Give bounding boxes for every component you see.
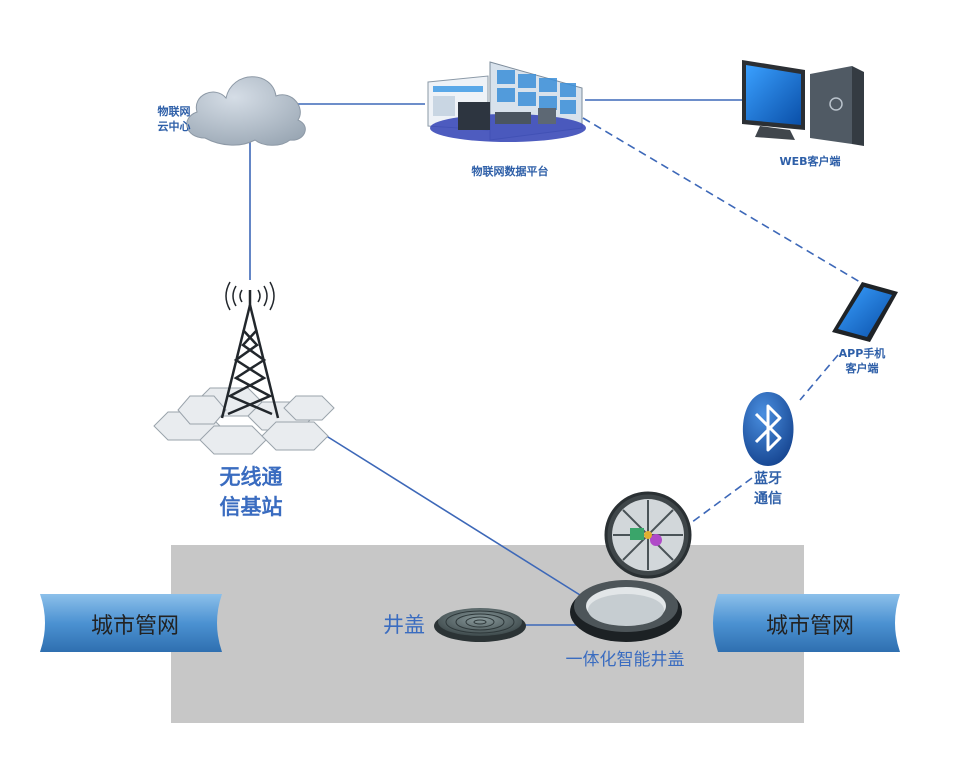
connection-lines	[249, 99, 861, 626]
pipe-left	[40, 594, 222, 652]
pipe-left-label: 城市管网	[90, 614, 179, 639]
pipe-right	[713, 594, 900, 652]
manhole-cover-icon	[434, 608, 526, 642]
app-client-label-line1: APP手机	[838, 347, 886, 360]
link-app-bluetooth	[799, 354, 839, 401]
app-client-label: APP手机 客户端	[830, 346, 894, 376]
bluetooth-label-line2: 通信	[754, 491, 782, 507]
cloud-label-line1: 物联网	[157, 105, 191, 118]
phone-icon	[832, 282, 898, 342]
base-station-icon	[153, 281, 335, 455]
smart-manhole-label: 一体化智能井盖	[565, 650, 685, 670]
link-bluetooth-manhole	[683, 477, 753, 529]
smart-manhole-icon	[570, 491, 692, 642]
computer-icon	[742, 60, 864, 146]
bluetooth-icon	[742, 392, 794, 466]
link-tower-manhole	[319, 431, 589, 601]
platform-icon	[427, 61, 586, 142]
cloud-label: 物联网 云中心	[146, 104, 202, 134]
manhole-label: 井盖	[383, 613, 425, 637]
platform-label: 物联网数据平台	[471, 165, 549, 178]
web-client-label: WEB客户端	[779, 155, 841, 168]
cloud-label-line2: 云中心	[157, 120, 191, 133]
base-station-label: 无线通 信基站	[196, 462, 306, 522]
pipe-right-label: 城市管网	[765, 614, 854, 639]
bluetooth-label: 蓝牙 通信	[738, 469, 798, 509]
base-station-label-line2: 信基站	[219, 495, 283, 519]
base-station-label-line1: 无线通	[219, 465, 283, 489]
app-client-label-line2: 客户端	[845, 362, 879, 375]
bluetooth-label-line1: 蓝牙	[754, 471, 782, 487]
link-platform-app	[582, 117, 861, 283]
cloud-icon	[186, 76, 306, 146]
